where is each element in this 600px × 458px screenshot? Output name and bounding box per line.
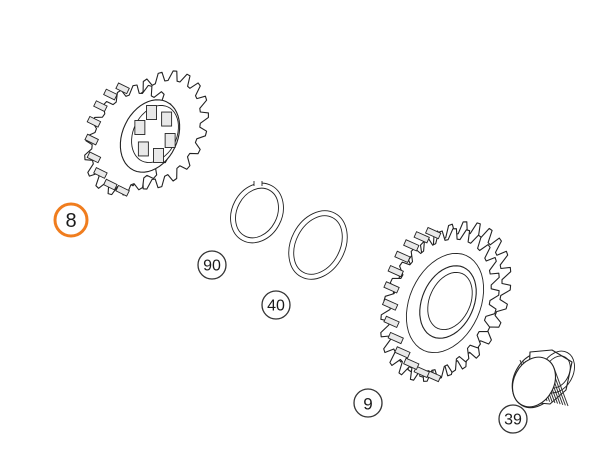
callout-90[interactable]: 90 [197, 250, 227, 280]
shift-gear-part[interactable] [84, 70, 209, 197]
callout-39[interactable]: 39 [498, 404, 528, 434]
callout-9-label: 9 [363, 395, 372, 414]
circlip-part[interactable] [220, 174, 293, 252]
callout-40[interactable]: 40 [261, 290, 291, 320]
callout-39-label: 39 [504, 412, 522, 429]
needle-bearing-part[interactable] [503, 344, 581, 416]
callout-40-label: 40 [267, 298, 285, 315]
idler-gear-part[interactable] [380, 221, 512, 383]
callout-8-label: 8 [65, 210, 76, 232]
callout-9[interactable]: 9 [353, 388, 383, 418]
callout-90-label: 90 [203, 258, 221, 275]
thrust-washer-part[interactable] [277, 201, 358, 290]
callout-8[interactable]: 8 [53, 202, 89, 238]
